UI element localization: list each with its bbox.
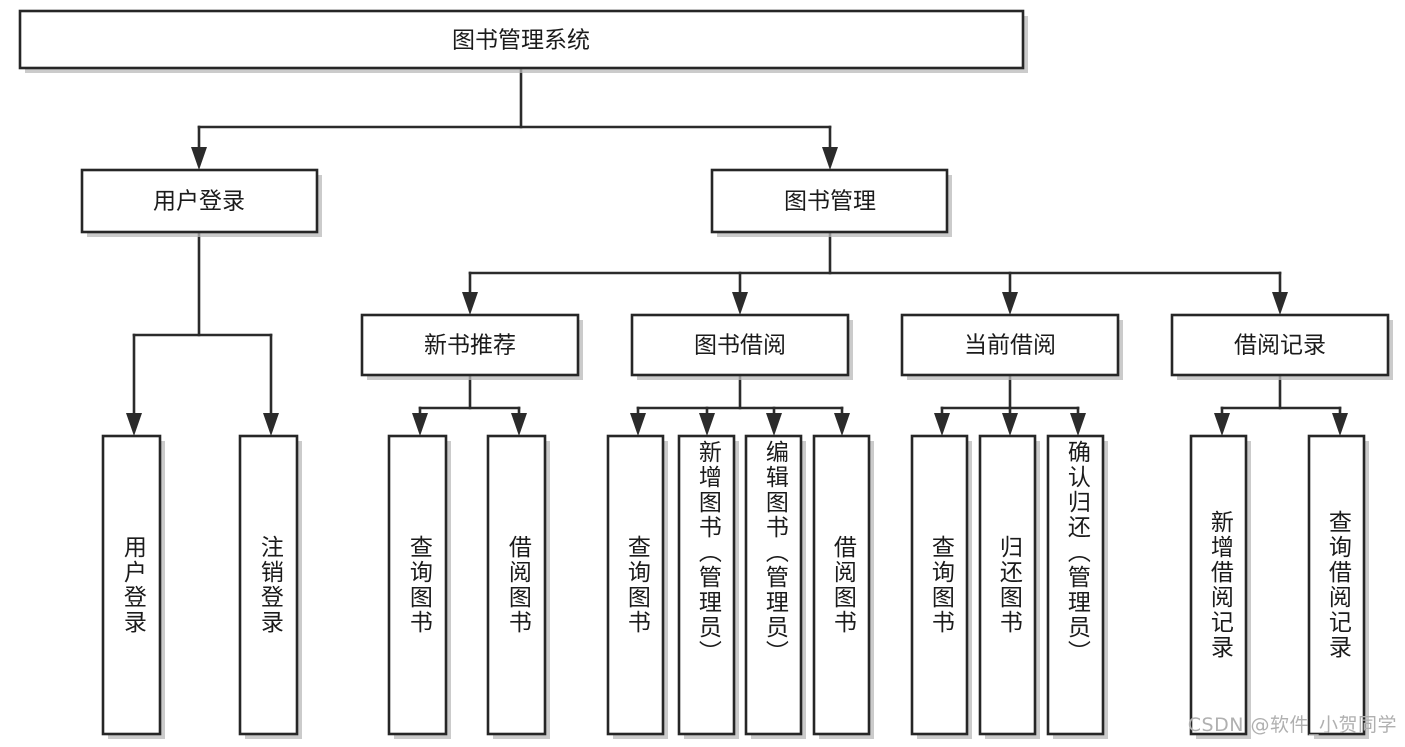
node-new-book-recommend-rect: [360, 313, 580, 377]
node-book-borrow-rect: [630, 313, 850, 377]
leaf-box-book-borrow-1-rect: [606, 434, 665, 736]
node-current-borrow-rect: [900, 313, 1120, 377]
node-current-borrow-label: 当前借阅: [964, 333, 1056, 359]
leaf-box-new-book-2-rect: [486, 434, 547, 736]
leaf-box-borrow-record-1-rect: [1189, 434, 1248, 736]
leaf-box-current-borrow-1-rect: [910, 434, 969, 736]
node-book-management[interactable]: 图书管理: [710, 168, 952, 237]
node-current-borrow[interactable]: 当前借阅: [900, 313, 1123, 380]
leaf-box-current-borrow-3[interactable]: [1046, 434, 1108, 739]
node-book-management-rect: [710, 168, 949, 234]
leaf-box-book-borrow-2[interactable]: [677, 434, 739, 739]
leaf-box-book-borrow-3[interactable]: [744, 434, 806, 739]
leaf-box-user-login-1-rect: [101, 434, 162, 736]
node-user-login-label: 用户登录: [153, 189, 245, 215]
leaf-box-current-borrow-1[interactable]: [910, 434, 972, 739]
leaf-box-book-borrow-1[interactable]: [606, 434, 668, 739]
leaf-box-borrow-record-1[interactable]: [1189, 434, 1251, 739]
leaf-box-borrow-record-2-rect: [1307, 434, 1366, 736]
arrow-book-borrow-leaf-3: [766, 413, 782, 436]
arrow-current-borrow-leaf-1: [934, 413, 950, 436]
leaf-box-new-book-2[interactable]: [486, 434, 550, 739]
arrow-borrow-record-leaf-2: [1332, 413, 1348, 436]
watermark-text: CSDN @软件_小贺同学: [1187, 714, 1397, 736]
leaf-box-new-book-1[interactable]: [387, 434, 451, 739]
arrow-book-mgmt-to-current-borrow: [1002, 292, 1018, 315]
arrow-current-borrow-leaf-2: [1002, 413, 1018, 436]
arrow-user-login-leaf-2: [263, 413, 279, 436]
leaf-box-current-borrow-2[interactable]: [978, 434, 1040, 739]
node-user-login-rect: [80, 168, 319, 234]
connector-layer: [126, 66, 1348, 436]
leaf-box-user-login-2[interactable]: [238, 434, 302, 739]
leaf-box-user-login-2-rect: [238, 434, 299, 736]
arrow-current-borrow-leaf-3: [1070, 413, 1086, 436]
node-root-label: 图书管理系统: [452, 28, 590, 54]
leaf-box-book-borrow-4[interactable]: [812, 434, 874, 739]
node-borrow-record[interactable]: 借阅记录: [1170, 313, 1393, 380]
node-borrow-record-label: 借阅记录: [1234, 333, 1326, 359]
leaf-box-new-book-1-rect: [387, 434, 448, 736]
arrow-book-mgmt-to-new-book: [462, 292, 478, 315]
leaf-box-current-borrow-2-rect: [978, 434, 1037, 736]
arrow-borrow-record-leaf-1: [1214, 413, 1230, 436]
arrow-root-to-book-mgmt: [822, 147, 838, 170]
node-new-book-recommend-label: 新书推荐: [424, 333, 516, 359]
arrow-new-book-leaf-1: [412, 413, 428, 436]
arrow-new-book-leaf-2: [511, 413, 527, 436]
node-new-book-recommend[interactable]: 新书推荐: [360, 313, 583, 380]
arrow-root-to-user-login: [191, 147, 207, 170]
leaf-box-user-login-1[interactable]: [101, 434, 165, 739]
leaf-box-current-borrow-3-rect: [1046, 434, 1105, 736]
node-root-rect: [18, 9, 1025, 70]
arrow-user-login-leaf-1: [126, 413, 142, 436]
arrow-book-borrow-leaf-2: [699, 413, 715, 436]
node-borrow-record-rect: [1170, 313, 1390, 377]
arrow-book-mgmt-to-book-borrow: [732, 292, 748, 315]
leaf-box-book-borrow-4-rect: [812, 434, 871, 736]
leaf-box-borrow-record-2[interactable]: [1307, 434, 1369, 739]
leaf-box-book-borrow-2-rect: [677, 434, 736, 736]
node-book-borrow[interactable]: 图书借阅: [630, 313, 853, 380]
node-book-borrow-label: 图书借阅: [694, 333, 786, 359]
node-root[interactable]: 图书管理系统: [18, 9, 1028, 73]
node-user-login[interactable]: 用户登录: [80, 168, 322, 237]
leaf-box-book-borrow-3-rect: [744, 434, 803, 736]
arrow-book-mgmt-to-borrow-record: [1272, 292, 1288, 315]
arrow-book-borrow-leaf-4: [834, 413, 850, 436]
arrow-book-borrow-leaf-1: [630, 413, 646, 436]
node-book-management-label: 图书管理: [784, 189, 876, 215]
